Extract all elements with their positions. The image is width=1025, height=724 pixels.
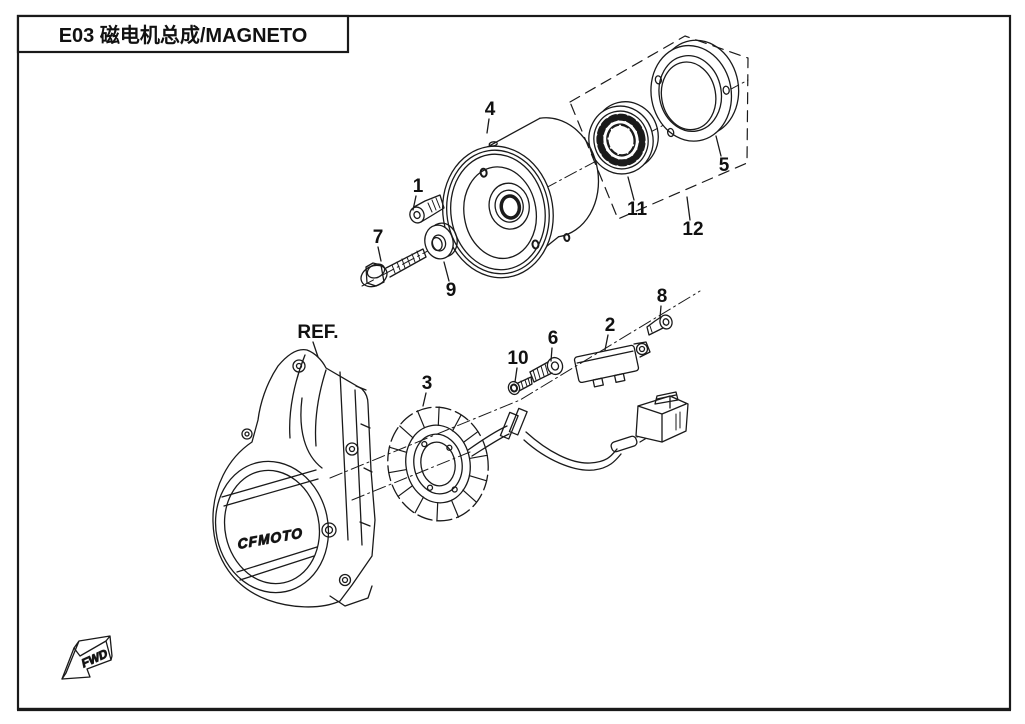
callout-2: 2 [604,315,616,351]
callout-3: 3 [422,373,433,407]
callout-label-1: 1 [413,176,424,197]
center-axis-lines [329,79,749,501]
socket-bolt-1 [409,194,445,224]
crankcase-cover-ref: CFMOTO [212,348,376,608]
title-box [16,14,350,54]
flywheel-rotor-4 [441,117,600,279]
connector [635,391,689,443]
callout-label-ref: REF. [297,322,338,343]
page-border [16,14,1012,712]
title-block: E03 磁电机总成/MAGNETO [16,14,350,54]
socket-bolt-6 [529,356,564,383]
stator-3 [387,406,489,522]
callout-label-11: 11 [627,199,648,220]
cover-logo-text: CFMOTO [237,524,303,552]
callout-10: 10 [507,348,529,383]
callout-9: 9 [443,261,457,301]
wire-harness [467,391,689,471]
cover-plate-5 [650,39,740,142]
callout-8: 8 [657,286,668,319]
pickup-coil-2 [573,341,651,388]
callout-4: 4 [485,99,496,134]
callout-7: 7 [373,227,384,262]
callout-11: 11 [627,176,648,220]
callout-label-12: 12 [682,219,703,240]
washer-9 [424,222,458,260]
callout-5: 5 [715,135,730,176]
callout-label-7: 7 [373,227,384,248]
page-title: E03 磁电机总成/MAGNETO [59,23,308,47]
callout-1: 1 [412,176,424,211]
callout-label-5: 5 [719,155,730,176]
callout-label-2: 2 [605,315,616,336]
callout-label-3: 3 [422,373,433,394]
bolt-8 [646,314,673,336]
screw-10 [507,376,533,396]
callouts: 1 4 7 9 11 5 12 8 [297,99,730,407]
callout-label-6: 6 [548,328,559,349]
callout-label-10: 10 [507,348,528,369]
flange-bolt-7 [360,248,427,288]
callout-12: 12 [682,196,704,240]
callout-label-9: 9 [446,280,457,301]
callout-ref: REF. [297,322,339,358]
callout-6: 6 [548,328,559,362]
callout-label-4: 4 [485,99,496,120]
callout-label-8: 8 [657,286,668,307]
fwd-direction-arrow: FWD [61,635,113,680]
assembly-box-12 [569,35,749,220]
